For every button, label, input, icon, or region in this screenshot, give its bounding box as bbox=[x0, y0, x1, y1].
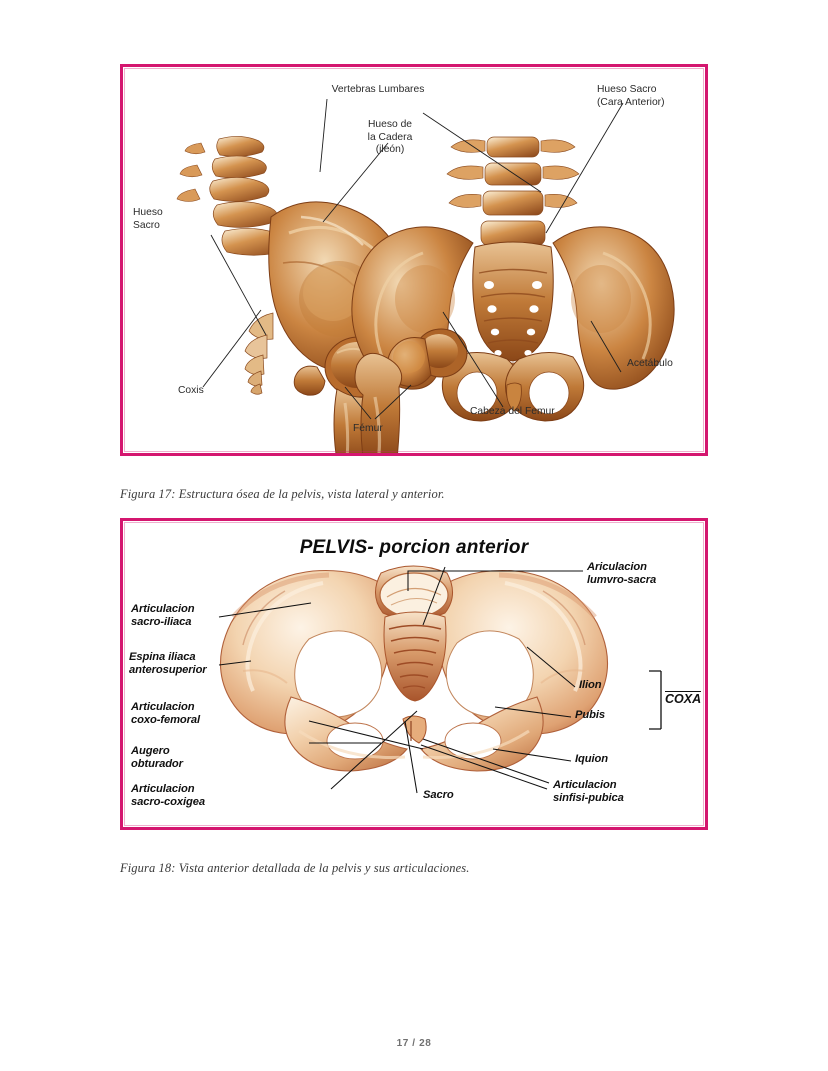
label-hueso-sacro-cara-anterior: Hueso Sacro (Cara Anterior) bbox=[597, 84, 665, 108]
figure-18-title: PELVIS- porcion anterior bbox=[299, 537, 529, 558]
femur-anterior bbox=[354, 352, 403, 453]
label-sacro: Sacro bbox=[423, 789, 454, 801]
label-pubis: Pubis bbox=[575, 709, 605, 721]
label-ilion: Ilion bbox=[579, 679, 602, 691]
label-espina-iliaca-anterosuperior: Espina iliaca anterosuperior bbox=[129, 651, 207, 676]
label-coxa: COXA bbox=[665, 691, 702, 706]
label-femur: Fémur bbox=[353, 423, 383, 434]
page-number-footer: 17 / 28 bbox=[396, 1038, 432, 1049]
label-hueso-sacro: Hueso Sacro bbox=[133, 207, 163, 231]
lumbar-vertebrae-lateral bbox=[176, 136, 290, 256]
figure-18-leader-lines bbox=[218, 566, 583, 794]
ilium-anterior-right bbox=[552, 226, 675, 390]
pelvic-inlet-left bbox=[294, 630, 383, 718]
obturator-foramina-anterior bbox=[441, 352, 585, 422]
label-articulacion-sacro-iliaca: Articulacion sacro-iliaca bbox=[131, 603, 195, 628]
greater-trochanter-lateral bbox=[293, 365, 326, 396]
pelvis-lateral-anterior-illustration bbox=[176, 98, 675, 453]
figure-18-caption: Figura 18: Vista anterior detallada de l… bbox=[120, 861, 470, 875]
pubic-symphysis bbox=[402, 715, 427, 744]
label-hueso-cadera: Hueso de la Cadera (ileón) bbox=[367, 119, 413, 155]
lumbosacral-joint bbox=[375, 565, 453, 621]
label-augero-obturador: Augero obturador bbox=[131, 745, 183, 770]
figure-17-image bbox=[123, 67, 705, 453]
label-articulacion-sacro-coxigea: Articulacion sacro-coxigea bbox=[131, 783, 205, 808]
figure-17-frame: Vertebras Lumbares Hueso de la Cadera (i… bbox=[120, 64, 708, 456]
figure-18-image bbox=[123, 521, 705, 827]
lumbar-vertebrae-anterior bbox=[446, 136, 580, 246]
label-ariculacion-lumvro-sacra: Ariculacion lumvro-sacra bbox=[587, 561, 657, 586]
figure-17-caption: Figura 17: Estructura ósea de la pelvis,… bbox=[120, 487, 445, 501]
label-cabeza-del-femur: Cabeza del Femur bbox=[470, 406, 555, 417]
label-vertebras-lumbares: Vertebras Lumbares bbox=[331, 84, 425, 95]
label-articulacion-coxo-femoral: Articulacion coxo-femoral bbox=[131, 701, 201, 726]
figure-17-leader-lines bbox=[202, 98, 624, 420]
figure-18-frame: PELVIS- porcion anterior Articulacion sa… bbox=[120, 518, 708, 830]
coxa-bracket bbox=[649, 670, 662, 730]
label-acetabulo: Acetábulo bbox=[627, 358, 673, 369]
label-articulacion-sinfisi-pubica: Articulacion sinfisi-pubica bbox=[553, 779, 624, 804]
obturator-hole-right bbox=[528, 371, 570, 415]
label-coxis: Coxis bbox=[178, 385, 204, 396]
label-iquion: Iquion bbox=[575, 753, 608, 765]
pelvis-anterior-specimen bbox=[351, 136, 675, 453]
pelvis-anterior-detailed-illustration bbox=[218, 565, 609, 794]
sacrum bbox=[383, 611, 447, 702]
pelvic-inlet-right bbox=[445, 630, 534, 718]
